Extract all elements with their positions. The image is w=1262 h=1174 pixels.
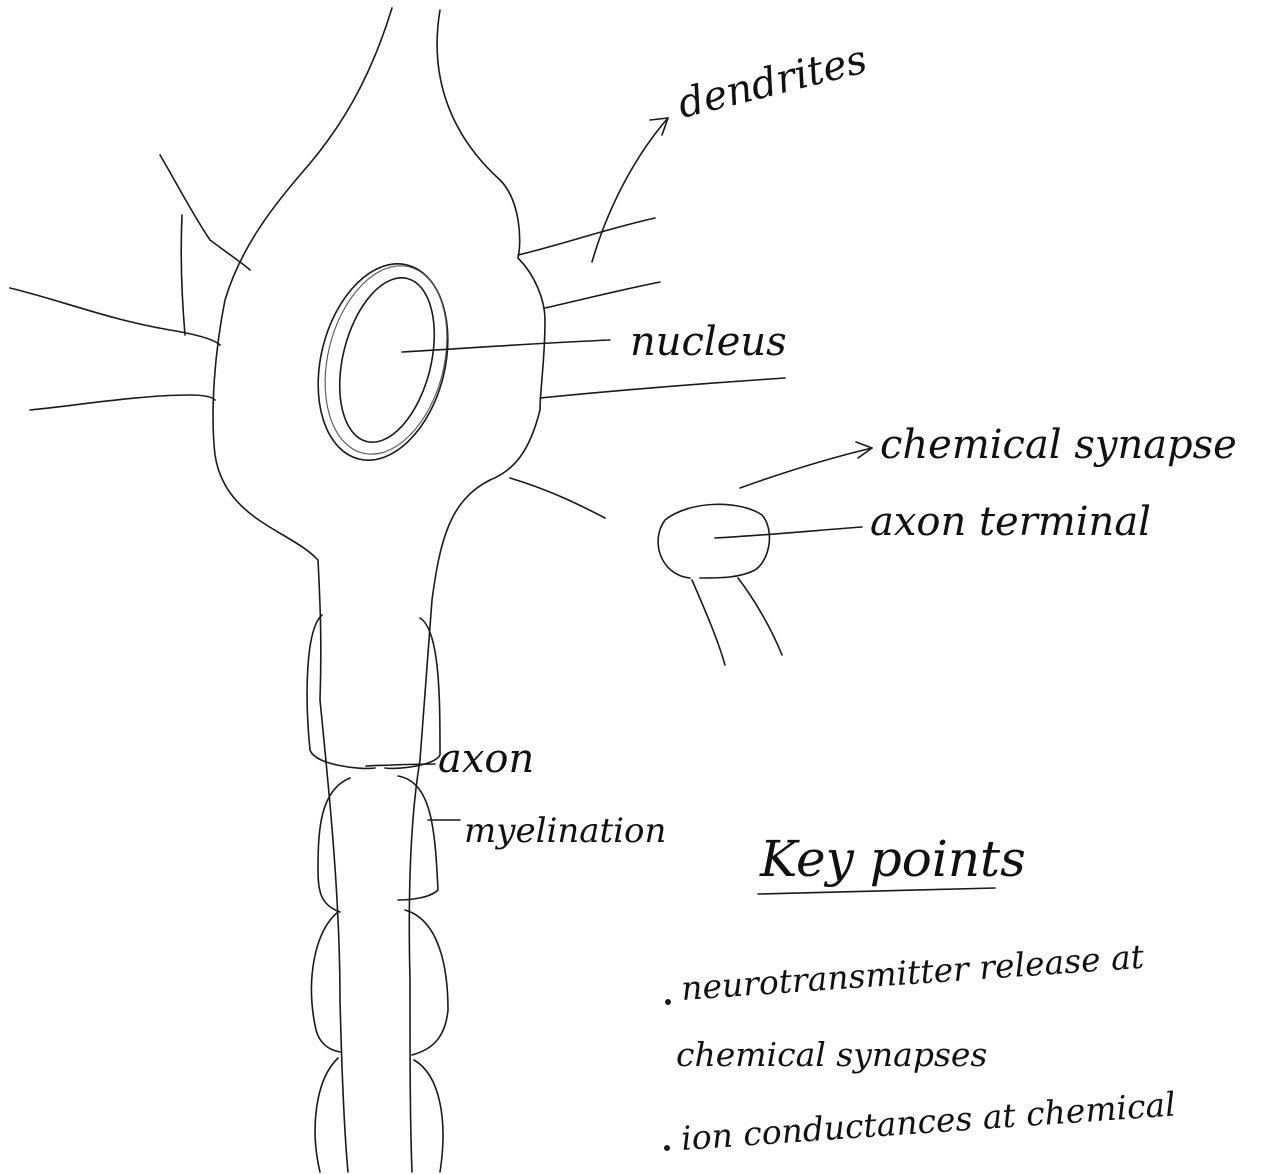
label-axon-terminal: axon terminal bbox=[870, 499, 1151, 545]
label-chemical-synapse: chemical synapse bbox=[880, 422, 1237, 468]
myelin-segment-4 bbox=[315, 1058, 443, 1172]
dendrites-leader bbox=[592, 118, 668, 262]
terminal-bulb bbox=[658, 504, 769, 578]
bullet-1 bbox=[665, 999, 671, 1005]
dendrites-left bbox=[10, 155, 250, 410]
nucleus-inner bbox=[324, 268, 450, 452]
soma-outline-left bbox=[213, 8, 392, 700]
label-axon: axon bbox=[438, 736, 534, 782]
axon-right-edge bbox=[409, 760, 420, 1172]
terminal-leader bbox=[715, 527, 862, 538]
dendrite-right-2 bbox=[545, 282, 660, 308]
dendrite-upper-left bbox=[160, 155, 250, 270]
terminal-stalk-right bbox=[738, 578, 782, 655]
label-dendrites: dendrites bbox=[673, 36, 871, 127]
dendrite-branch-left bbox=[181, 215, 185, 335]
soma bbox=[213, 8, 545, 760]
key-point-1: neurotransmitter release at bbox=[680, 937, 1146, 1008]
label-nucleus: nucleus bbox=[630, 319, 787, 365]
dendrite-lower-left bbox=[30, 395, 215, 410]
dendrite-right-4 bbox=[510, 478, 605, 518]
myelin-sheath bbox=[307, 615, 448, 1172]
dendrite-right-3 bbox=[540, 378, 785, 398]
axon-leader bbox=[366, 764, 435, 766]
key-point-2: ion conductances at chemical bbox=[680, 1085, 1177, 1158]
dendrite-right-1 bbox=[518, 218, 655, 255]
axon-terminal bbox=[658, 504, 782, 665]
axon-left-edge bbox=[320, 700, 348, 1172]
axon bbox=[320, 700, 420, 1172]
label-myelination: myelination bbox=[464, 811, 666, 851]
dendrites-right bbox=[510, 218, 785, 518]
key-points-underline bbox=[758, 888, 995, 894]
synapse-leader bbox=[740, 448, 872, 488]
dendrite-far-left bbox=[10, 288, 220, 345]
key-point-1-cont: chemical synapses bbox=[676, 1035, 987, 1074]
nucleus bbox=[299, 250, 468, 474]
bullet-2 bbox=[664, 1145, 670, 1151]
terminal-stalk-left bbox=[692, 580, 725, 665]
myelin-segment-1 bbox=[307, 615, 440, 768]
myelin-segment-3 bbox=[312, 910, 448, 1055]
key-points-heading: Key points bbox=[759, 830, 1026, 888]
